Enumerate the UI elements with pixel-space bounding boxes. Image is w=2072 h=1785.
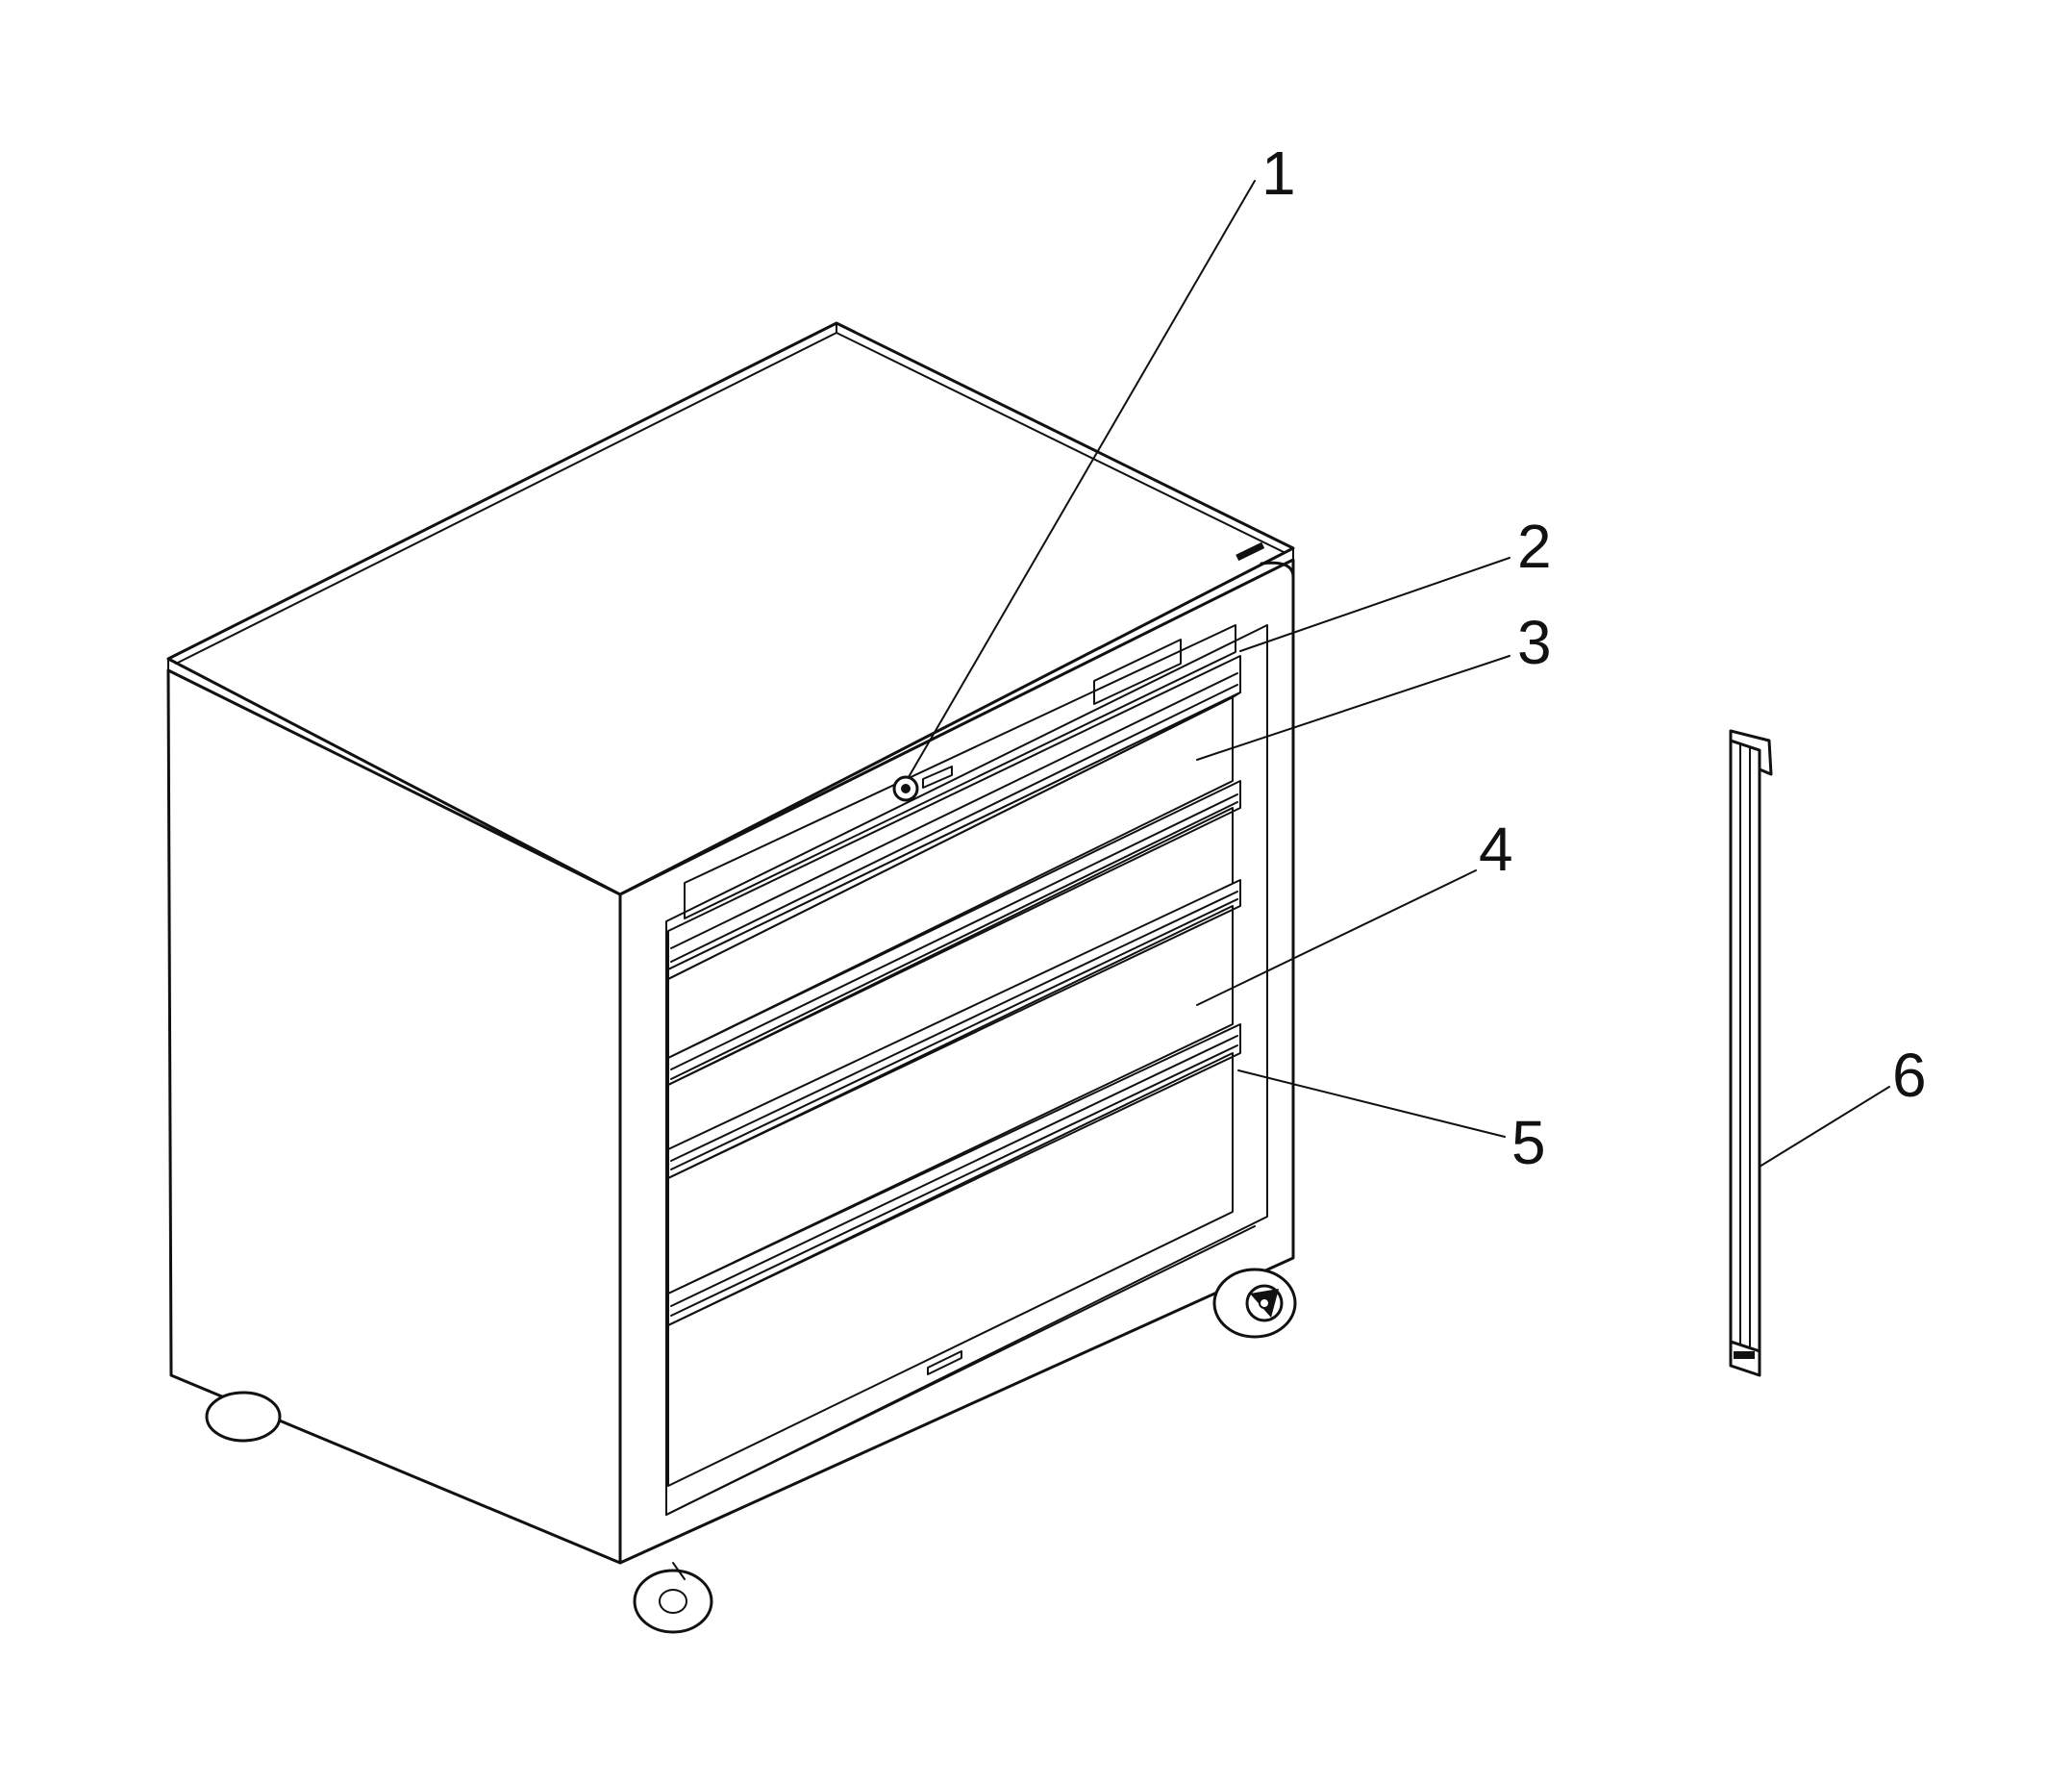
caster-left-front — [633, 1562, 713, 1634]
callout-5: 5 — [1511, 1108, 1546, 1177]
caster-left-rear — [205, 1391, 282, 1443]
leader-6 — [1759, 1086, 1890, 1168]
callout-3: 3 — [1517, 608, 1552, 677]
leader-3 — [1196, 655, 1510, 761]
drawer-slide — [1729, 729, 1773, 1377]
cabinet-front-frame — [618, 558, 1295, 1565]
lock — [892, 766, 953, 802]
drawer-opening — [665, 624, 1268, 1516]
drawer-4 — [667, 1023, 1241, 1487]
tool-cabinet — [166, 321, 1297, 1634]
callout-4: 4 — [1479, 815, 1513, 884]
drawer-1 — [667, 655, 1241, 1059]
callout-labels: 1 2 3 4 5 6 — [1261, 138, 1927, 1177]
callout-6: 6 — [1892, 1041, 1927, 1110]
leader-5 — [1237, 1069, 1506, 1138]
front-fascia — [684, 624, 1236, 919]
callout-2: 2 — [1517, 512, 1552, 581]
fascia-label-plate — [1093, 639, 1182, 705]
leader-1 — [908, 180, 1256, 778]
leader-4 — [1196, 869, 1477, 1006]
callout-1: 1 — [1261, 138, 1296, 208]
caster-right-front — [1212, 1268, 1297, 1339]
drawer-3 — [667, 879, 1241, 1295]
drawer-2 — [667, 780, 1241, 1169]
leader-lines — [908, 180, 1890, 1168]
leader-2 — [1239, 557, 1510, 652]
